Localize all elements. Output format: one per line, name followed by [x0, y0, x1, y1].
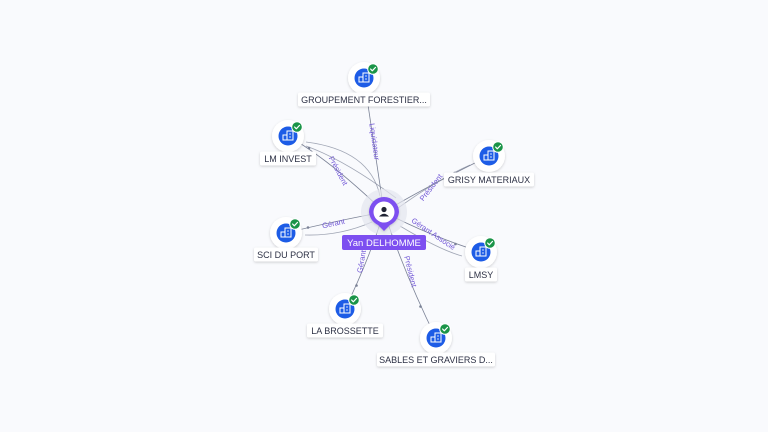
edge-label-groupement: Liquidateur: [367, 123, 381, 162]
building-icon: [471, 242, 491, 262]
center-name: Yan DELHOMME: [347, 238, 421, 249]
center-name-badge: Yan DELHOMME: [342, 235, 426, 250]
node-label-sables: SABLES ET GRAVIERS D...: [377, 352, 495, 367]
building-icon: [335, 299, 355, 319]
node-label-sci-du-port: SCI DU PORT: [254, 247, 318, 262]
company-node-grisy[interactable]: GRISY MATERIAUX: [444, 140, 534, 187]
nodes-layer: GROUPEMENT FORESTIER... LM INVEST GRISY MA…: [254, 62, 534, 367]
node-label-la-brossette: LA BROSSETTE: [307, 323, 383, 338]
verified-check-icon: [492, 141, 504, 153]
verified-check-icon: [291, 121, 303, 133]
company-node-lmsy[interactable]: LMSY: [465, 236, 497, 282]
verified-check-icon: [484, 237, 496, 249]
building-icon: [479, 146, 499, 166]
node-label-text: GROUPEMENT FORESTIER...: [301, 95, 427, 105]
edge-arrow-marker: [306, 226, 310, 229]
verified-check-icon: [289, 218, 301, 230]
company-node-sables[interactable]: SABLES ET GRAVIERS D...: [377, 322, 495, 367]
node-label-text: SCI DU PORT: [257, 250, 315, 260]
edge-label-grisy: Président: [418, 171, 445, 202]
company-node-groupement[interactable]: GROUPEMENT FORESTIER...: [298, 62, 430, 107]
building-icon: [276, 223, 296, 243]
secondary-edge: [399, 225, 463, 257]
building-icon: [354, 68, 374, 88]
node-label-text: LM INVEST: [264, 154, 312, 164]
secondary-edge: [305, 141, 381, 197]
edge-arrow-marker: [355, 284, 358, 287]
node-label-grisy: GRISY MATERIAUX: [444, 172, 534, 187]
person-icon: [379, 206, 389, 217]
node-label-lm-invest: LM INVEST: [260, 151, 316, 166]
node-label-text: GRISY MATERIAUX: [448, 175, 530, 185]
node-label-groupement: GROUPEMENT FORESTIER...: [298, 92, 430, 107]
building-icon: [278, 126, 298, 146]
node-label-text: SABLES ET GRAVIERS D...: [379, 355, 493, 365]
building-icon: [426, 328, 446, 348]
node-label-text: LMSY: [469, 270, 494, 280]
edge-arrow-marker: [454, 242, 457, 246]
company-node-sci-du-port[interactable]: SCI DU PORT: [254, 217, 318, 262]
center-node[interactable]: Yan DELHOMME: [342, 189, 426, 250]
edge-label-la-brossette: Gérant: [355, 249, 368, 274]
verified-check-icon: [439, 323, 451, 335]
edge-arrow-marker: [419, 305, 422, 308]
node-label-lmsy: LMSY: [465, 267, 497, 282]
verified-check-icon: [348, 294, 360, 306]
verified-check-icon: [367, 63, 379, 75]
node-label-text: LA BROSSETTE: [311, 326, 379, 336]
edge-label-sci-du-port: Gérant: [321, 217, 346, 231]
secondary-edge: [397, 164, 471, 209]
edge-label-lm-invest: Président: [327, 155, 350, 188]
company-node-la-brossette[interactable]: LA BROSSETTE: [307, 293, 383, 338]
company-node-lm-invest[interactable]: LM INVEST: [260, 120, 316, 166]
edge-label-sables: Président: [402, 255, 419, 289]
